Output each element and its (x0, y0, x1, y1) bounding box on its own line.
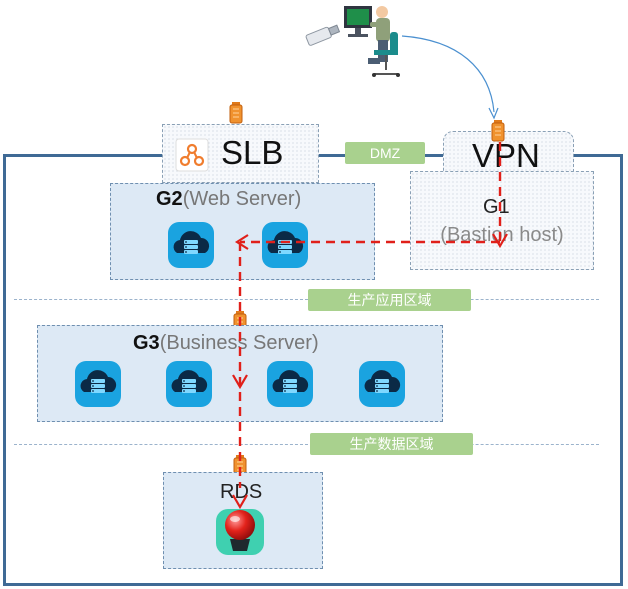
slb-box[interactable]: SLB (162, 124, 319, 183)
admin-to-vpn-arrow (401, 35, 499, 120)
bastion-host-zone (410, 171, 594, 270)
g3-description: (Business Server) (159, 332, 319, 354)
g3-id: G3 (133, 332, 160, 354)
production-app-zone-label: 生产应用区域 (308, 289, 471, 311)
dmz-zone-label: DMZ (345, 142, 425, 164)
app-zone-divider (14, 299, 599, 300)
rds-label: RDS (220, 481, 263, 503)
vpn-label: VPN (472, 137, 540, 174)
g3-heading: G3(Business Server) (133, 332, 319, 355)
admin-at-workstation-icon (305, 6, 400, 77)
g2-id: G2 (156, 188, 183, 210)
slb-label: SLB (221, 134, 284, 171)
g2-description: (Web Server) (182, 188, 302, 210)
g1-label: G1 (483, 196, 510, 218)
rds-database-icon[interactable] (214, 505, 266, 557)
production-data-zone-label: 生产数据区域 (310, 433, 473, 455)
g2-heading: G2(Web Server) (156, 188, 301, 211)
data-zone-divider (14, 444, 599, 445)
slb-logo-icon (175, 138, 209, 172)
web-server-zone (110, 183, 375, 280)
bastion-host-label: (Bastion host) (440, 224, 564, 246)
